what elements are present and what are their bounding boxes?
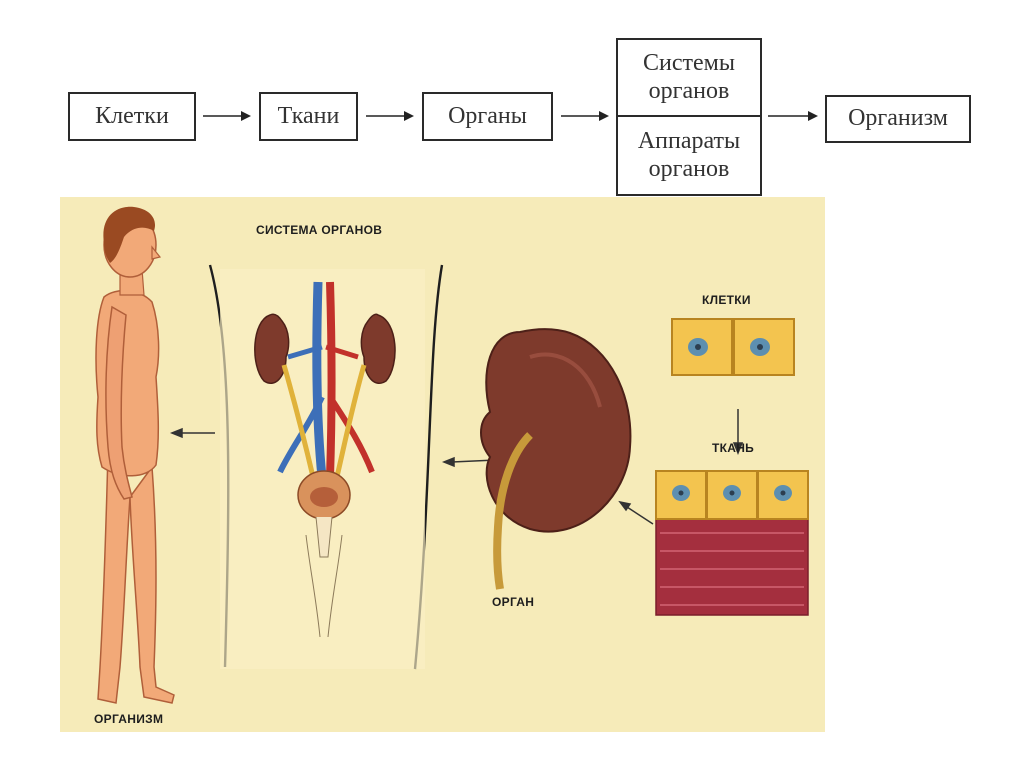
flow-arrow-2 xyxy=(366,111,414,121)
flow-organ-apparatus-label: Аппараты органов xyxy=(637,127,741,182)
tissue-caption: ТКАНЬ xyxy=(712,441,755,455)
illustration-panel: СИСТЕМА ОРГАНОВ КЛЕТКИ ТКАНЬ ОРГАН ОРГАН… xyxy=(60,197,825,732)
urinary-system xyxy=(254,281,396,638)
flow-organism-label: Организм xyxy=(848,105,948,132)
organ-system-caption: СИСТЕМА ОРГАНОВ xyxy=(256,223,383,237)
flow-organs-box: Органы xyxy=(422,92,553,141)
cells-group xyxy=(671,318,795,376)
tissue-group xyxy=(655,470,809,616)
flow-arrow-1 xyxy=(203,111,251,121)
human-figure xyxy=(95,206,175,704)
flow-cells-label: Клетки xyxy=(95,102,169,129)
cells-caption: КЛЕТКИ xyxy=(702,293,751,307)
kidney-organ xyxy=(480,328,632,590)
flow-arrow-4 xyxy=(768,111,818,121)
flow-organ-systems-box: Системы органов xyxy=(616,38,762,117)
flow-organ-apparatus-box: Аппараты органов xyxy=(616,115,762,196)
flow-organ-systems-label: Системы органов xyxy=(643,49,735,104)
flow-organs-label: Органы xyxy=(448,102,527,129)
flow-tissues-box: Ткани xyxy=(259,92,358,141)
organ-caption: ОРГАН xyxy=(492,595,535,609)
flow-tissues-label: Ткани xyxy=(277,102,340,129)
flow-organism-box: Организм xyxy=(825,95,971,143)
organism-caption: ОРГАНИЗМ xyxy=(94,712,164,726)
flow-cells-box: Клетки xyxy=(68,92,196,141)
flow-arrow-3 xyxy=(561,111,609,121)
illustration-drawing xyxy=(95,206,809,704)
